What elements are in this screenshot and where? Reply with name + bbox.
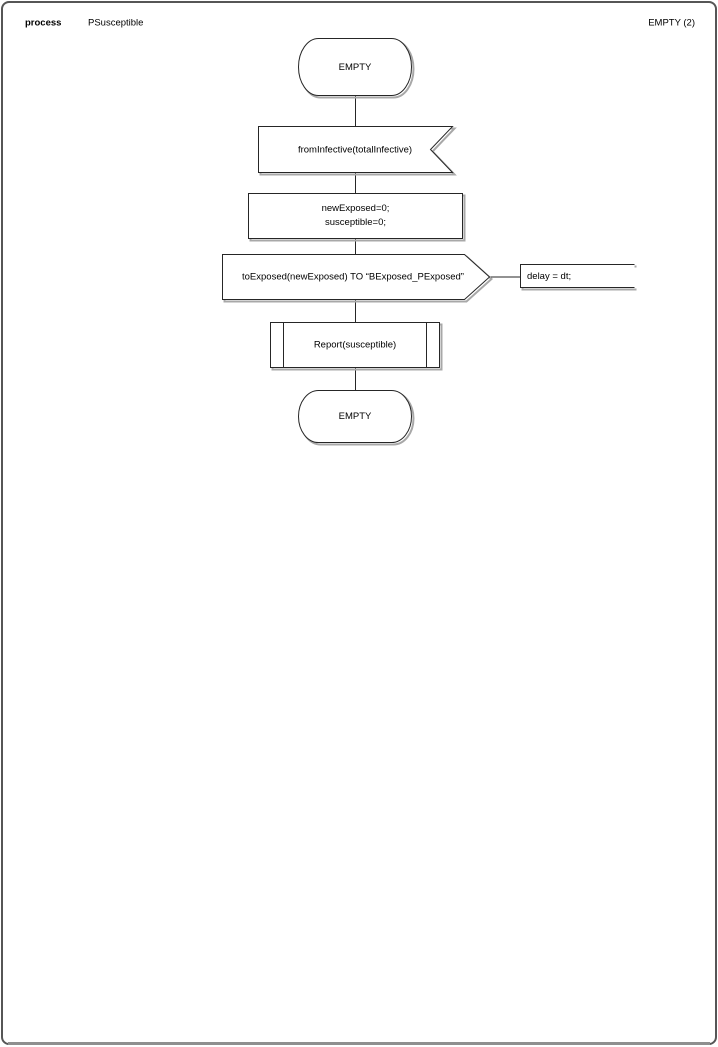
end-state-label: EMPTY (339, 411, 372, 422)
task-line-2: susceptible=0; (325, 217, 386, 228)
end-state-shape[interactable] (298, 390, 412, 443)
start-state-shape[interactable] (298, 38, 412, 96)
task-shape[interactable] (248, 193, 463, 239)
comment-label: delay = dt; (527, 271, 571, 282)
task-line-1: newExposed=0; (322, 203, 390, 214)
header-page-label: EMPTY (2) (648, 18, 695, 29)
comment-shape[interactable] (520, 264, 635, 288)
procedure-call-shape[interactable] (270, 322, 440, 368)
input-signal-shape[interactable] (258, 126, 454, 173)
node-output-signal: toExposed(newExposed) TO “BExposed_PExpo… (222, 254, 493, 303)
node-comment: delay = dt; (520, 264, 637, 291)
node-start-state: EMPTY (298, 38, 415, 99)
header-process-name: PSusceptible (88, 18, 143, 29)
procedure-call-label: Report(susceptible) (314, 340, 396, 351)
output-signal-label: toExposed(newExposed) TO “BExposed_PExpo… (242, 272, 464, 283)
start-state-label: EMPTY (339, 62, 372, 73)
node-input-signal: fromInfective(totalInfective) (258, 126, 457, 176)
node-end-state: EMPTY (298, 390, 415, 446)
output-signal-shape[interactable] (222, 254, 491, 300)
node-task: newExposed=0; susceptible=0; (248, 193, 466, 242)
node-procedure-call: Report(susceptible) (270, 322, 443, 371)
input-signal-label: fromInfective(totalInfective) (298, 145, 412, 156)
header-kind-label: process (25, 18, 61, 29)
